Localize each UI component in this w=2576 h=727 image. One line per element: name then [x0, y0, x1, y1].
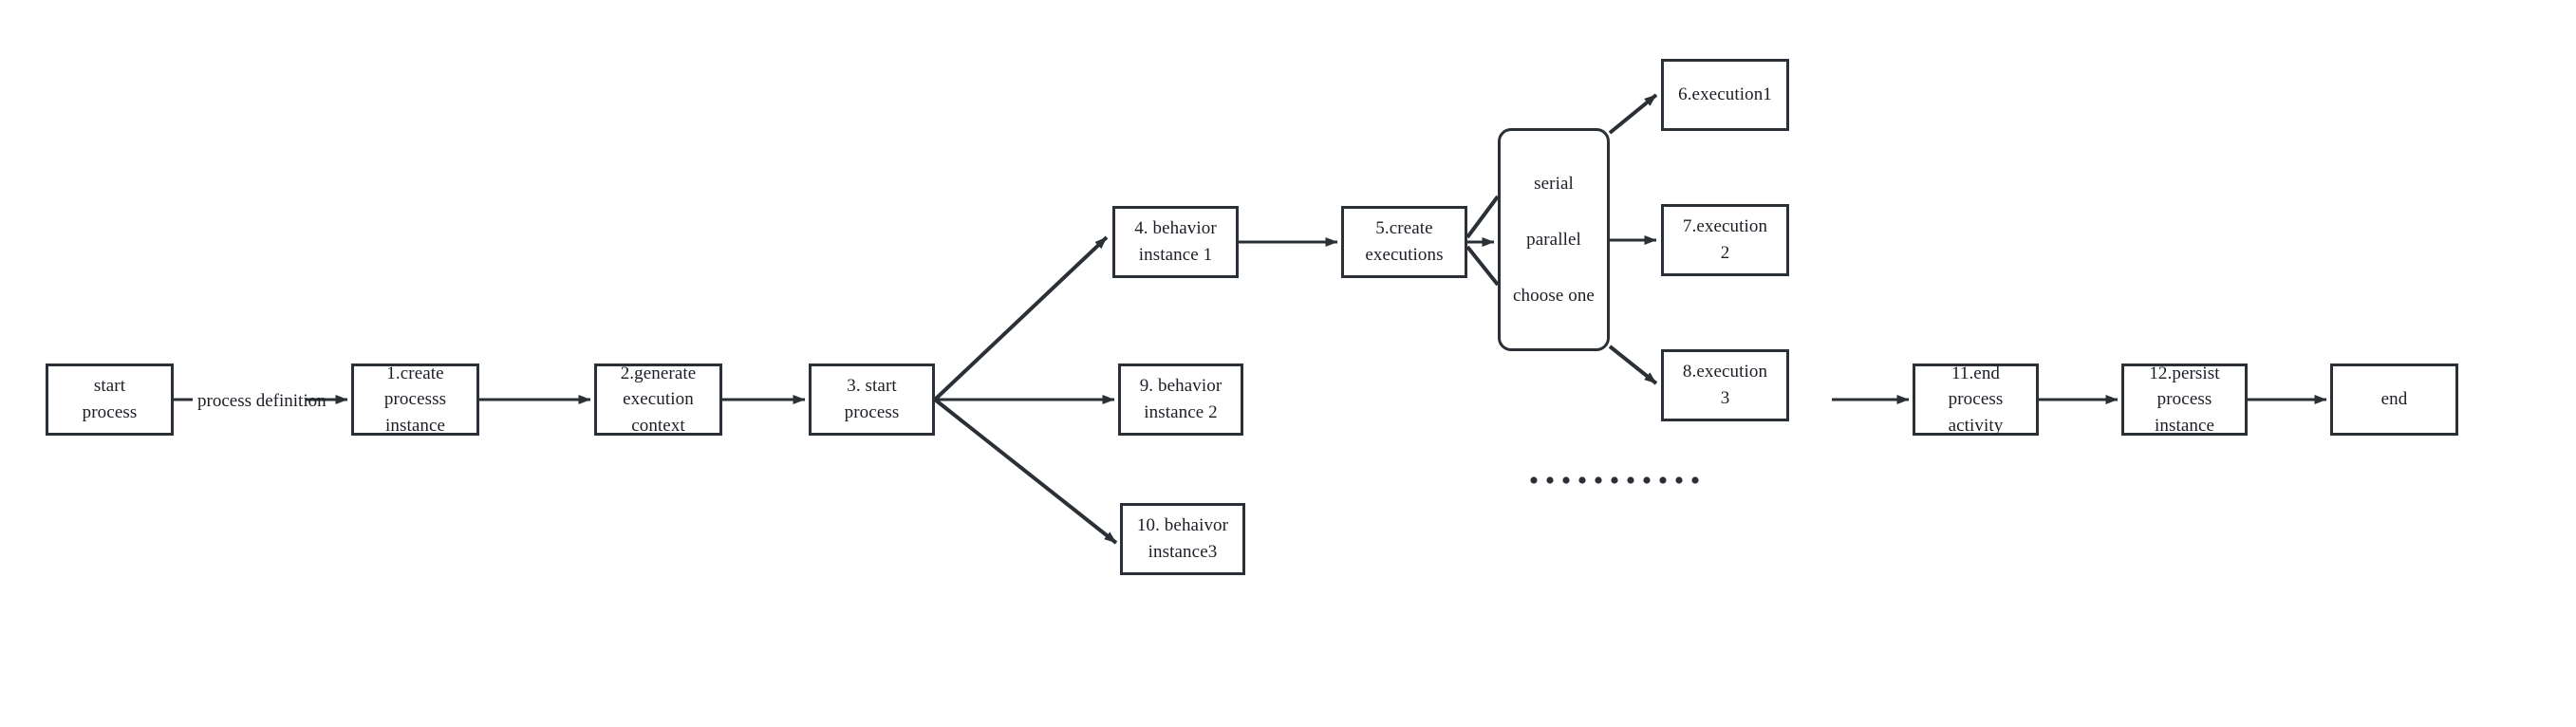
- node-label-line: process: [2156, 389, 2212, 410]
- node-n7[interactable]: 7.execution 2: [1661, 204, 1789, 276]
- node-label-line: processs: [383, 389, 447, 410]
- node-n9[interactable]: 9. behavior instance 2: [1118, 364, 1243, 436]
- node-n1[interactable]: 1.create processs instance: [351, 364, 479, 436]
- node-label-line: executions: [1365, 245, 1444, 265]
- node-n5[interactable]: 5.create executions: [1341, 206, 1467, 278]
- node-label-line: 10. behaivor: [1136, 515, 1229, 536]
- node-end[interactable]: end: [2330, 364, 2458, 436]
- node-label-line: instance: [2154, 415, 2215, 436]
- node-label-line: context: [631, 415, 685, 436]
- node-start[interactable]: start process: [46, 364, 174, 436]
- node-label-line: instance 1: [1138, 245, 1213, 265]
- node-n12[interactable]: 12.persist process instance: [2121, 364, 2248, 436]
- node-label-line: 6.execution1: [1678, 84, 1772, 105]
- node-label-line: 1.create: [386, 363, 444, 383]
- connector-n3-to-n4: [933, 235, 1109, 401]
- connector-gateway-to-n8: [1608, 345, 1658, 385]
- node-label-line: execution: [623, 389, 694, 410]
- node-label-line: instance: [384, 415, 446, 436]
- connector-gateway-to-n6: [1608, 93, 1658, 135]
- node-label-line: 8.execution: [1682, 362, 1768, 382]
- node-label-line: activity: [1948, 415, 2004, 436]
- ellipsis-dots: [1530, 476, 1699, 484]
- node-label-line: start: [93, 376, 126, 397]
- node-n11[interactable]: 11.end process activity: [1913, 364, 2039, 436]
- node-label-line: 2.generate: [620, 363, 697, 383]
- node-label-line: 5.create: [1375, 218, 1433, 239]
- node-label-line: end: [2380, 389, 2408, 410]
- node-n2[interactable]: 2.generate execution context: [594, 364, 722, 436]
- node-label-line: 3. start: [847, 376, 897, 397]
- node-label-line: parallel: [1526, 229, 1581, 250]
- node-n6[interactable]: 6.execution1: [1661, 59, 1789, 131]
- node-n4[interactable]: 4. behavior instance 1: [1112, 206, 1239, 278]
- node-label-line: instance 2: [1144, 402, 1218, 422]
- node-label-line: 7.execution: [1682, 216, 1768, 237]
- node-label-line: 11.end: [1951, 363, 2001, 383]
- node-label-line: 9. behavior: [1139, 376, 1223, 397]
- node-n8[interactable]: 8.execution 3: [1661, 349, 1789, 421]
- node-label-line: process: [844, 402, 900, 422]
- node-label-line: 2: [1720, 243, 1730, 263]
- node-label-line: choose one: [1513, 285, 1595, 306]
- edge-label-process-definition: process definition: [197, 391, 327, 411]
- node-label-line: 4. behavior: [1134, 218, 1217, 239]
- node-label-line: process: [82, 402, 138, 422]
- node-label-line: serial: [1534, 173, 1574, 194]
- node-label-line: 3: [1720, 388, 1730, 408]
- node-n3[interactable]: 3. start process: [809, 364, 935, 436]
- node-label-line: instance3: [1148, 542, 1218, 562]
- connector-n5-to-gateway: [1465, 195, 1500, 287]
- node-label-line: process: [1948, 389, 2004, 410]
- node-gateway[interactable]: serial parallel choose one: [1498, 128, 1610, 351]
- node-n10[interactable]: 10. behaivor instance3: [1120, 503, 1245, 575]
- node-label-line: 12.persist: [2149, 363, 2220, 383]
- connector-n3-to-n10: [933, 398, 1118, 545]
